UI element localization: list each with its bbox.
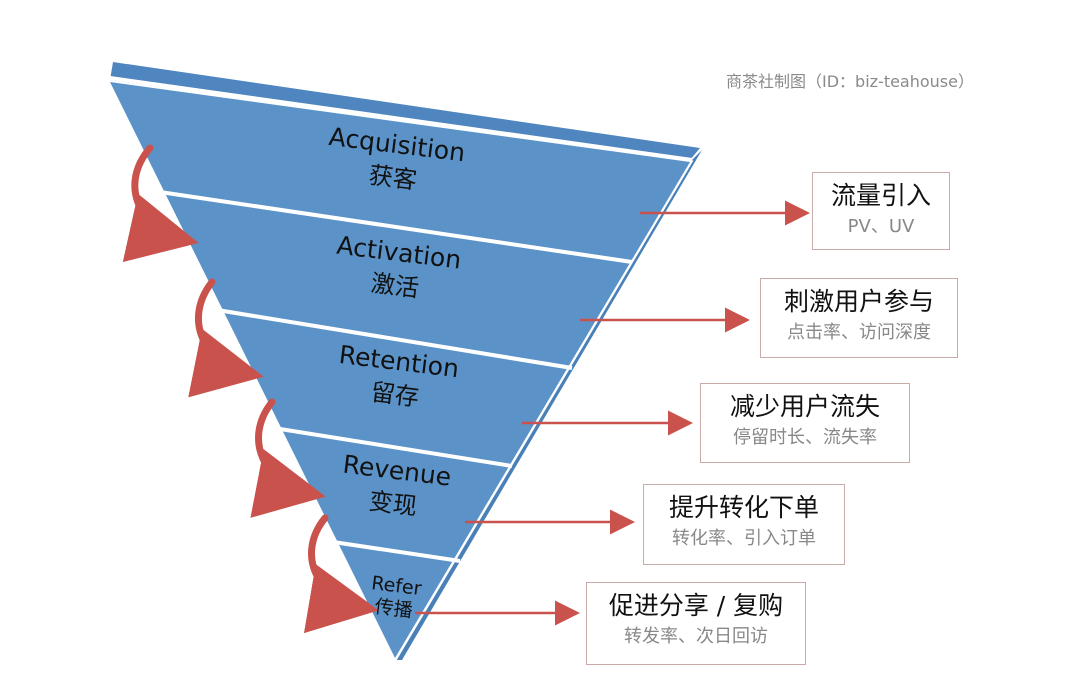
goal-box-refer: 促进分享 / 复购 转发率、次日回访 [586, 582, 806, 665]
goal-title: 促进分享 / 复购 [608, 591, 784, 620]
goal-title: 减少用户流失 [729, 392, 880, 421]
funnel-top-rim [110, 62, 700, 160]
divider [159, 190, 633, 264]
curved-arrow [188, 278, 264, 398]
funnel-face [110, 82, 690, 658]
goal-box-acquisition: 流量引入 PV、UV [812, 172, 950, 250]
divider [254, 423, 513, 468]
goal-metrics: 点击率、访问深度 [787, 322, 931, 343]
goal-title: 刺激用户参与 [783, 287, 934, 316]
goal-box-revenue: 提升转化下单 转化率、引入订单 [643, 484, 845, 565]
divider [204, 306, 573, 370]
goal-box-retention: 减少用户流失 停留时长、流失率 [700, 383, 910, 463]
goal-metrics: 转化率、引入订单 [672, 528, 816, 549]
goal-box-activation: 刺激用户参与 点击率、访问深度 [760, 278, 958, 358]
goal-title: 提升转化下单 [668, 493, 819, 522]
goal-metrics: PV、UV [847, 216, 915, 237]
curved-arrow [303, 514, 379, 634]
curved-arrow [122, 144, 199, 262]
goal-title: 流量引入 [830, 181, 931, 210]
goal-metrics: 转发率、次日回访 [624, 626, 768, 647]
divider [299, 535, 461, 563]
curved-arrow [250, 398, 326, 518]
credit-text: 商茶社制图（ID：biz-teahouse） [726, 72, 974, 91]
stage-refer: Refer 传播 [353, 570, 438, 625]
goal-metrics: 停留时长、流失率 [733, 427, 877, 448]
